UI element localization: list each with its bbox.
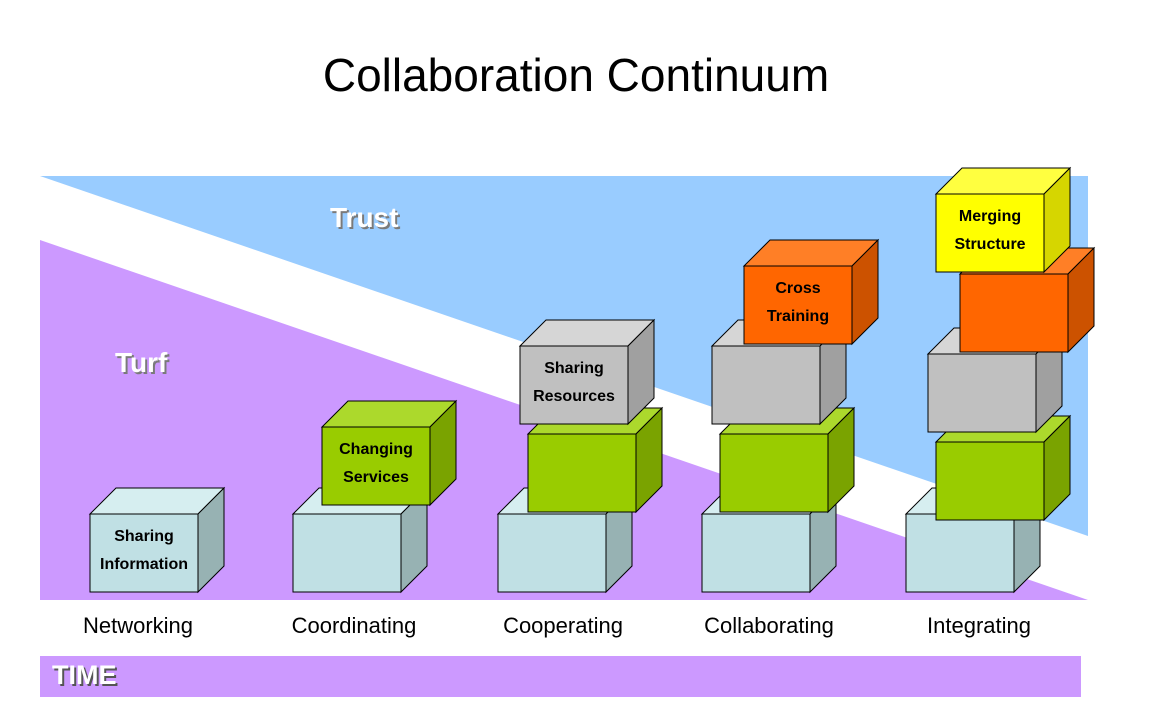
turf-label: Turf (115, 347, 168, 378)
stage-integrating: Integrating (927, 613, 1031, 638)
stage-cooperating: Cooperating (503, 613, 623, 638)
cube-label-line: Sharing (114, 528, 174, 545)
stage-coordinating: Coordinating (291, 613, 417, 638)
cube-front-face (497, 513, 607, 593)
cube-front-face (711, 345, 821, 425)
cube-front-face (935, 193, 1045, 273)
stage-collaborating: Collaborating (704, 613, 834, 638)
cube-label-line: Resources (533, 388, 615, 405)
cube-front-face (701, 513, 811, 593)
time-bar: TIME (40, 656, 1081, 697)
cube-front-face (959, 273, 1069, 353)
cube-front-face (527, 433, 637, 513)
time-label: TIME (52, 660, 117, 690)
cube-label-line: Changing (339, 441, 413, 458)
cube-front-face (927, 353, 1037, 433)
cube-front-face (935, 441, 1045, 521)
cube-front-face (321, 426, 431, 506)
cube-front-face (719, 433, 829, 513)
cube-front-face (292, 513, 402, 593)
cube-label-line: Structure (954, 236, 1025, 253)
cube-front-face (519, 345, 629, 425)
cube-label-line: Training (767, 308, 829, 325)
page-title: Collaboration Continuum (322, 49, 830, 101)
cube-front-face (89, 513, 199, 593)
cube-label-line: Sharing (544, 360, 604, 377)
stage-networking: Networking (82, 613, 194, 638)
cube-front-face (905, 513, 1015, 593)
cube-label-line: Services (343, 469, 409, 486)
cube-label-line: Cross (775, 280, 820, 297)
trust-label: Trust (330, 202, 399, 233)
cube-front-face (743, 265, 853, 345)
cube-label-line: Merging (959, 208, 1021, 225)
cube-label-line: Information (100, 556, 188, 573)
